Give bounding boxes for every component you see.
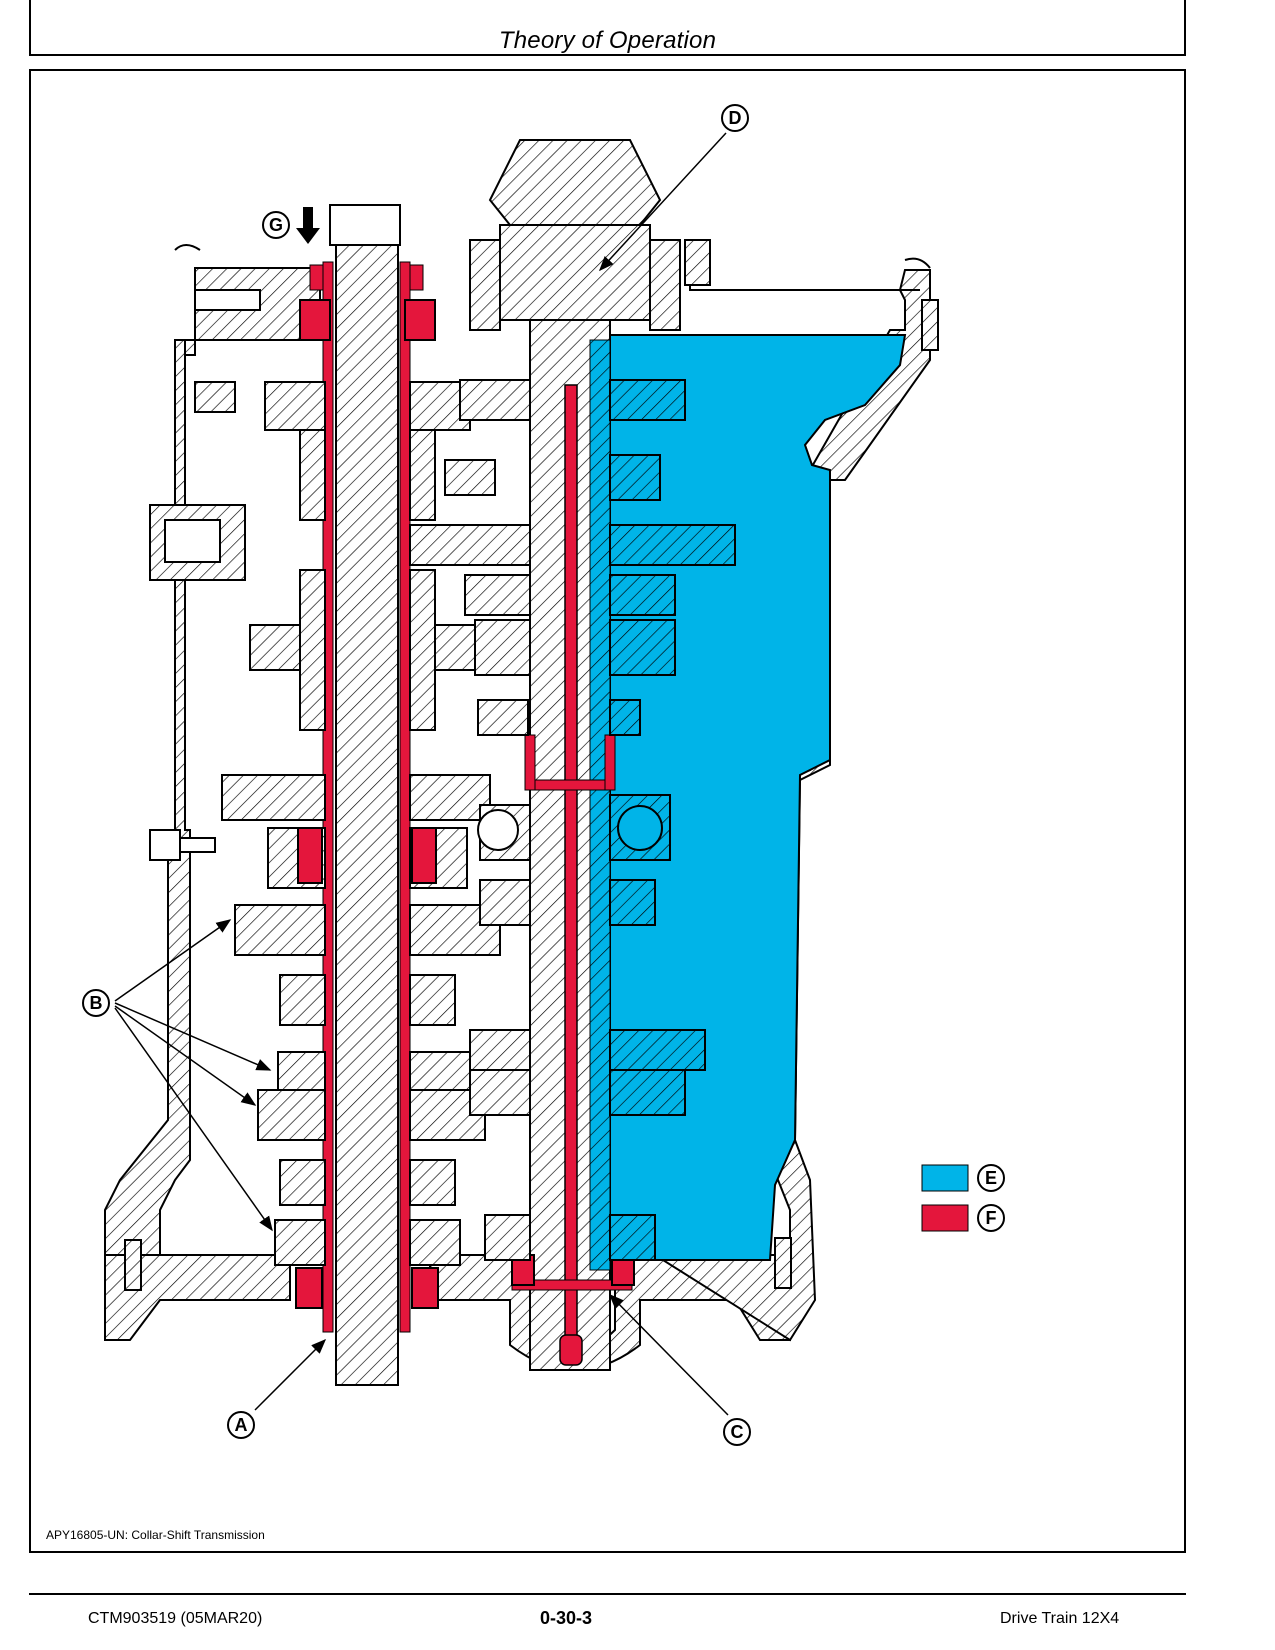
section-title: Drive Train 12X4 [1000, 1610, 1120, 1627]
oil-sump-region [589, 334, 907, 1261]
leader-lines [114, 132, 729, 1416]
svg-text:E: E [985, 1168, 997, 1188]
figure-caption: APY16805-UN: Collar-Shift Transmission [46, 1528, 265, 1542]
figure-frame [29, 69, 1186, 1553]
document-id: CTM903519 (05MAR20) [88, 1610, 263, 1627]
callout-c: C [723, 1418, 751, 1446]
legend: E F [921, 1164, 1005, 1232]
output-shaft [511, 319, 635, 1371]
callout-g: G [262, 211, 290, 239]
input-gear-stack [221, 299, 501, 1309]
page-number: 0-30-3 [540, 1608, 593, 1628]
svg-text:B: B [90, 993, 103, 1013]
svg-text:F: F [986, 1208, 997, 1228]
svg-text:A: A [235, 1415, 248, 1435]
callout-a: A [227, 1411, 255, 1439]
legend-swatch-f [921, 1204, 969, 1232]
oil-flow-arrow [296, 207, 320, 244]
svg-text:C: C [731, 1422, 744, 1442]
svg-text:D: D [729, 108, 742, 128]
footer-divider [29, 1593, 1186, 1595]
output-pinion [469, 139, 711, 331]
callout-d: D [721, 104, 749, 132]
output-gear-stack [409, 379, 736, 1261]
svg-text:G: G [269, 215, 283, 235]
legend-item-f: F [921, 1204, 1005, 1232]
callout-b: B [82, 989, 110, 1017]
legend-item-e: E [921, 1164, 1005, 1192]
input-shaft [309, 204, 424, 1386]
page-header: Theory of Operation [29, 0, 1186, 56]
page-title: Theory of Operation [498, 27, 717, 54]
legend-swatch-e [921, 1164, 969, 1192]
